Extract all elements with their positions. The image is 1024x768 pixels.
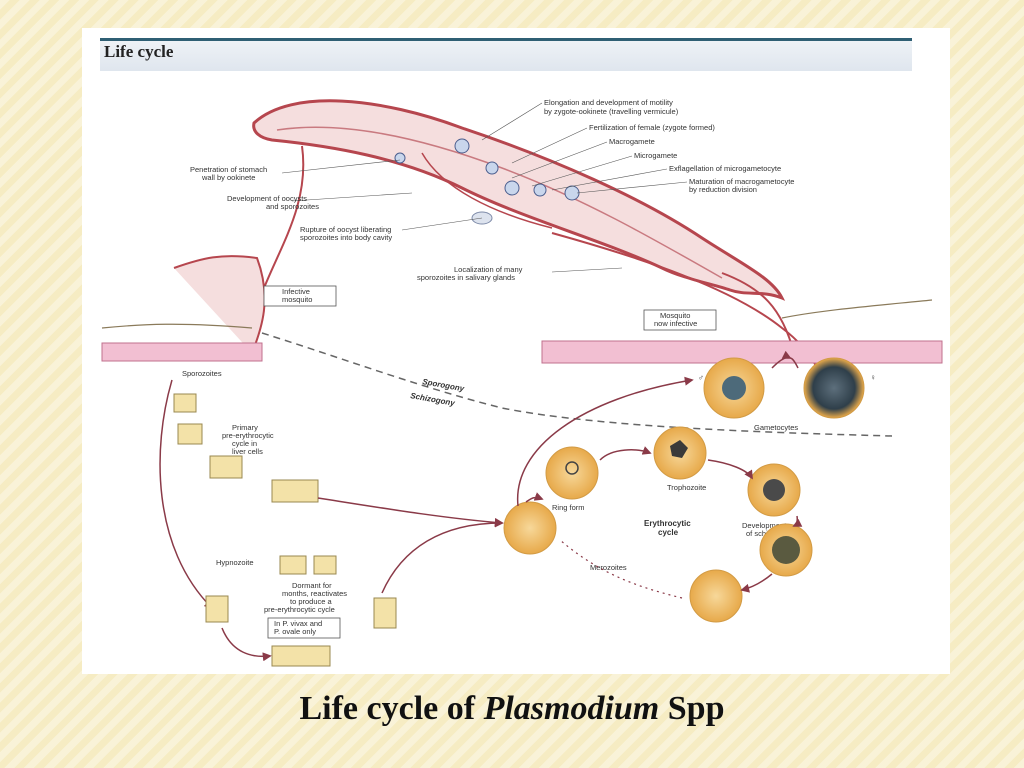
label-erythrocytic: Erythrocytic bbox=[644, 519, 691, 528]
label-maturation: Maturation of macrogametocyte bbox=[689, 177, 794, 186]
label-penetration: Penetration of stomach bbox=[190, 165, 267, 174]
erythrocytic-cycle: Ring form Trophozoite Development of sch… bbox=[503, 376, 813, 623]
infective-mosquito-box bbox=[263, 285, 337, 307]
rupturing-schizont-cell bbox=[689, 569, 743, 623]
liver-cell-1 bbox=[173, 393, 197, 413]
label-sporogony: Sporogony bbox=[422, 377, 466, 393]
label-maturation-2: by reduction division bbox=[689, 185, 757, 194]
label-infective: Infective bbox=[282, 287, 310, 296]
sporogony-schizogony-divider bbox=[261, 332, 893, 437]
gametocyte-cell bbox=[533, 183, 547, 197]
gametocytes-group: ♂ ♀ Gametocytes bbox=[698, 350, 876, 432]
left-skin-and-proboscis: Infective mosquito bbox=[101, 255, 337, 362]
label-merozoites: Merozoites bbox=[590, 563, 627, 572]
gut-outline bbox=[252, 99, 786, 301]
slide-caption: Life cycle of Plasmodium Spp bbox=[0, 690, 1024, 728]
reactivated-schizont-cell bbox=[271, 645, 331, 667]
liver-rupture-cell bbox=[373, 597, 397, 629]
label-primary-4: liver cells bbox=[232, 447, 263, 456]
liver-stage: Sporozoites Primary pre-erythrocytic cyc… bbox=[159, 369, 504, 667]
reactivated-cell bbox=[205, 595, 229, 623]
label-hypnozoite: Hypnozoite bbox=[216, 558, 254, 567]
label-primary-2: pre-erythrocytic bbox=[222, 431, 274, 440]
liver-cell-3 bbox=[209, 455, 243, 479]
label-dormant-3: to produce a bbox=[290, 597, 333, 606]
vivax-note-box bbox=[267, 617, 341, 639]
hypnozoite-cell bbox=[279, 555, 307, 575]
label-penetration-2: wall by ookinete bbox=[201, 173, 255, 182]
label-exflagellation: Exflagellation of microgametocyte bbox=[669, 164, 781, 173]
arrow-liver-to-rbc bbox=[317, 497, 504, 527]
label-localization: Localization of many bbox=[454, 265, 523, 274]
label-elongation: Elongation and development of motility bbox=[544, 98, 673, 107]
label-oocysts: Development of oocysts bbox=[227, 194, 307, 203]
label-dormant: Dormant for bbox=[292, 581, 332, 590]
panel-title: Life cycle bbox=[104, 42, 174, 61]
hypnozoite-cell-2 bbox=[313, 555, 337, 575]
label-trophozoite: Trophozoite bbox=[667, 483, 706, 492]
label-macrogamete: Macrogamete bbox=[609, 137, 655, 146]
label-cycle: cycle bbox=[658, 528, 679, 537]
caption-suffix: Spp bbox=[667, 690, 725, 727]
caption-genus: Plasmodium bbox=[483, 690, 660, 727]
zygote-cell bbox=[504, 180, 520, 196]
label-infective-2: mosquito bbox=[282, 295, 312, 304]
mosquito-now-infective-box bbox=[643, 309, 717, 331]
label-rupture: Rupture of oocyst liberating bbox=[300, 225, 391, 234]
label-of-schizont: of schizont bbox=[746, 529, 783, 538]
mosquito-gut bbox=[251, 99, 818, 369]
gut-fold bbox=[421, 152, 553, 229]
panel-header-bar bbox=[100, 38, 912, 71]
merozoite-release bbox=[559, 539, 683, 599]
life-cycle-diagram: Elongation and development of motility b… bbox=[101, 98, 943, 667]
label-development: Development bbox=[742, 521, 787, 530]
arrow-sporozoites-hypnozoite bbox=[159, 379, 214, 610]
label-mosquito: Mosquito bbox=[660, 311, 690, 320]
label-dormant-2: months, reactivates bbox=[282, 589, 347, 598]
gametocyte-cell bbox=[564, 185, 580, 201]
label-primary: Primary bbox=[232, 423, 258, 432]
label-fertilization: Fertilization of female (zygote formed) bbox=[589, 123, 715, 132]
right-skin-and-proboscis: Mosquito now infective bbox=[541, 272, 943, 364]
liver-schizont-cell bbox=[271, 479, 319, 503]
label-now-infective: now infective bbox=[654, 319, 697, 328]
red-blood-cell bbox=[503, 501, 557, 555]
label-rupture-2: sporozoites into body cavity bbox=[300, 233, 392, 242]
microgamete-cell bbox=[485, 161, 499, 175]
label-dormant-4: pre-erythrocytic cycle bbox=[264, 605, 335, 614]
diagram-panel: Life cycle bbox=[82, 28, 950, 674]
ookinete-cell bbox=[394, 152, 406, 164]
caption-prefix: Life cycle of bbox=[299, 690, 476, 727]
gut-callouts: Elongation and development of motility b… bbox=[190, 98, 794, 282]
gut-inner-line bbox=[276, 126, 723, 279]
label-vivax: In P. vivax and bbox=[274, 619, 322, 628]
macrogamete-cell bbox=[454, 138, 470, 154]
label-microgamete: Microgamete bbox=[634, 151, 677, 160]
liver-cell-2 bbox=[177, 423, 203, 445]
label-localization-2: sporozoites in salivary glands bbox=[417, 273, 515, 282]
female-gametocyte-cell bbox=[803, 357, 865, 419]
female-symbol: ♀ bbox=[870, 373, 876, 382]
skin-layer-left bbox=[101, 342, 263, 362]
label-ovale: P. ovale only bbox=[274, 627, 316, 636]
label-elongation-2: by zygote-ookinete (travelling vermicule… bbox=[544, 107, 679, 116]
male-symbol: ♂ bbox=[698, 373, 704, 382]
ring-form-cell bbox=[545, 446, 599, 500]
arrow-to-gametocytes bbox=[517, 376, 694, 507]
label-gametocytes: Gametocytes bbox=[754, 423, 798, 432]
label-primary-3: cycle in bbox=[232, 439, 257, 448]
label-ring-form: Ring form bbox=[552, 503, 585, 512]
label-oocysts-2: and sporozoites bbox=[266, 202, 319, 211]
label-sporozoites: Sporozoites bbox=[182, 369, 222, 378]
